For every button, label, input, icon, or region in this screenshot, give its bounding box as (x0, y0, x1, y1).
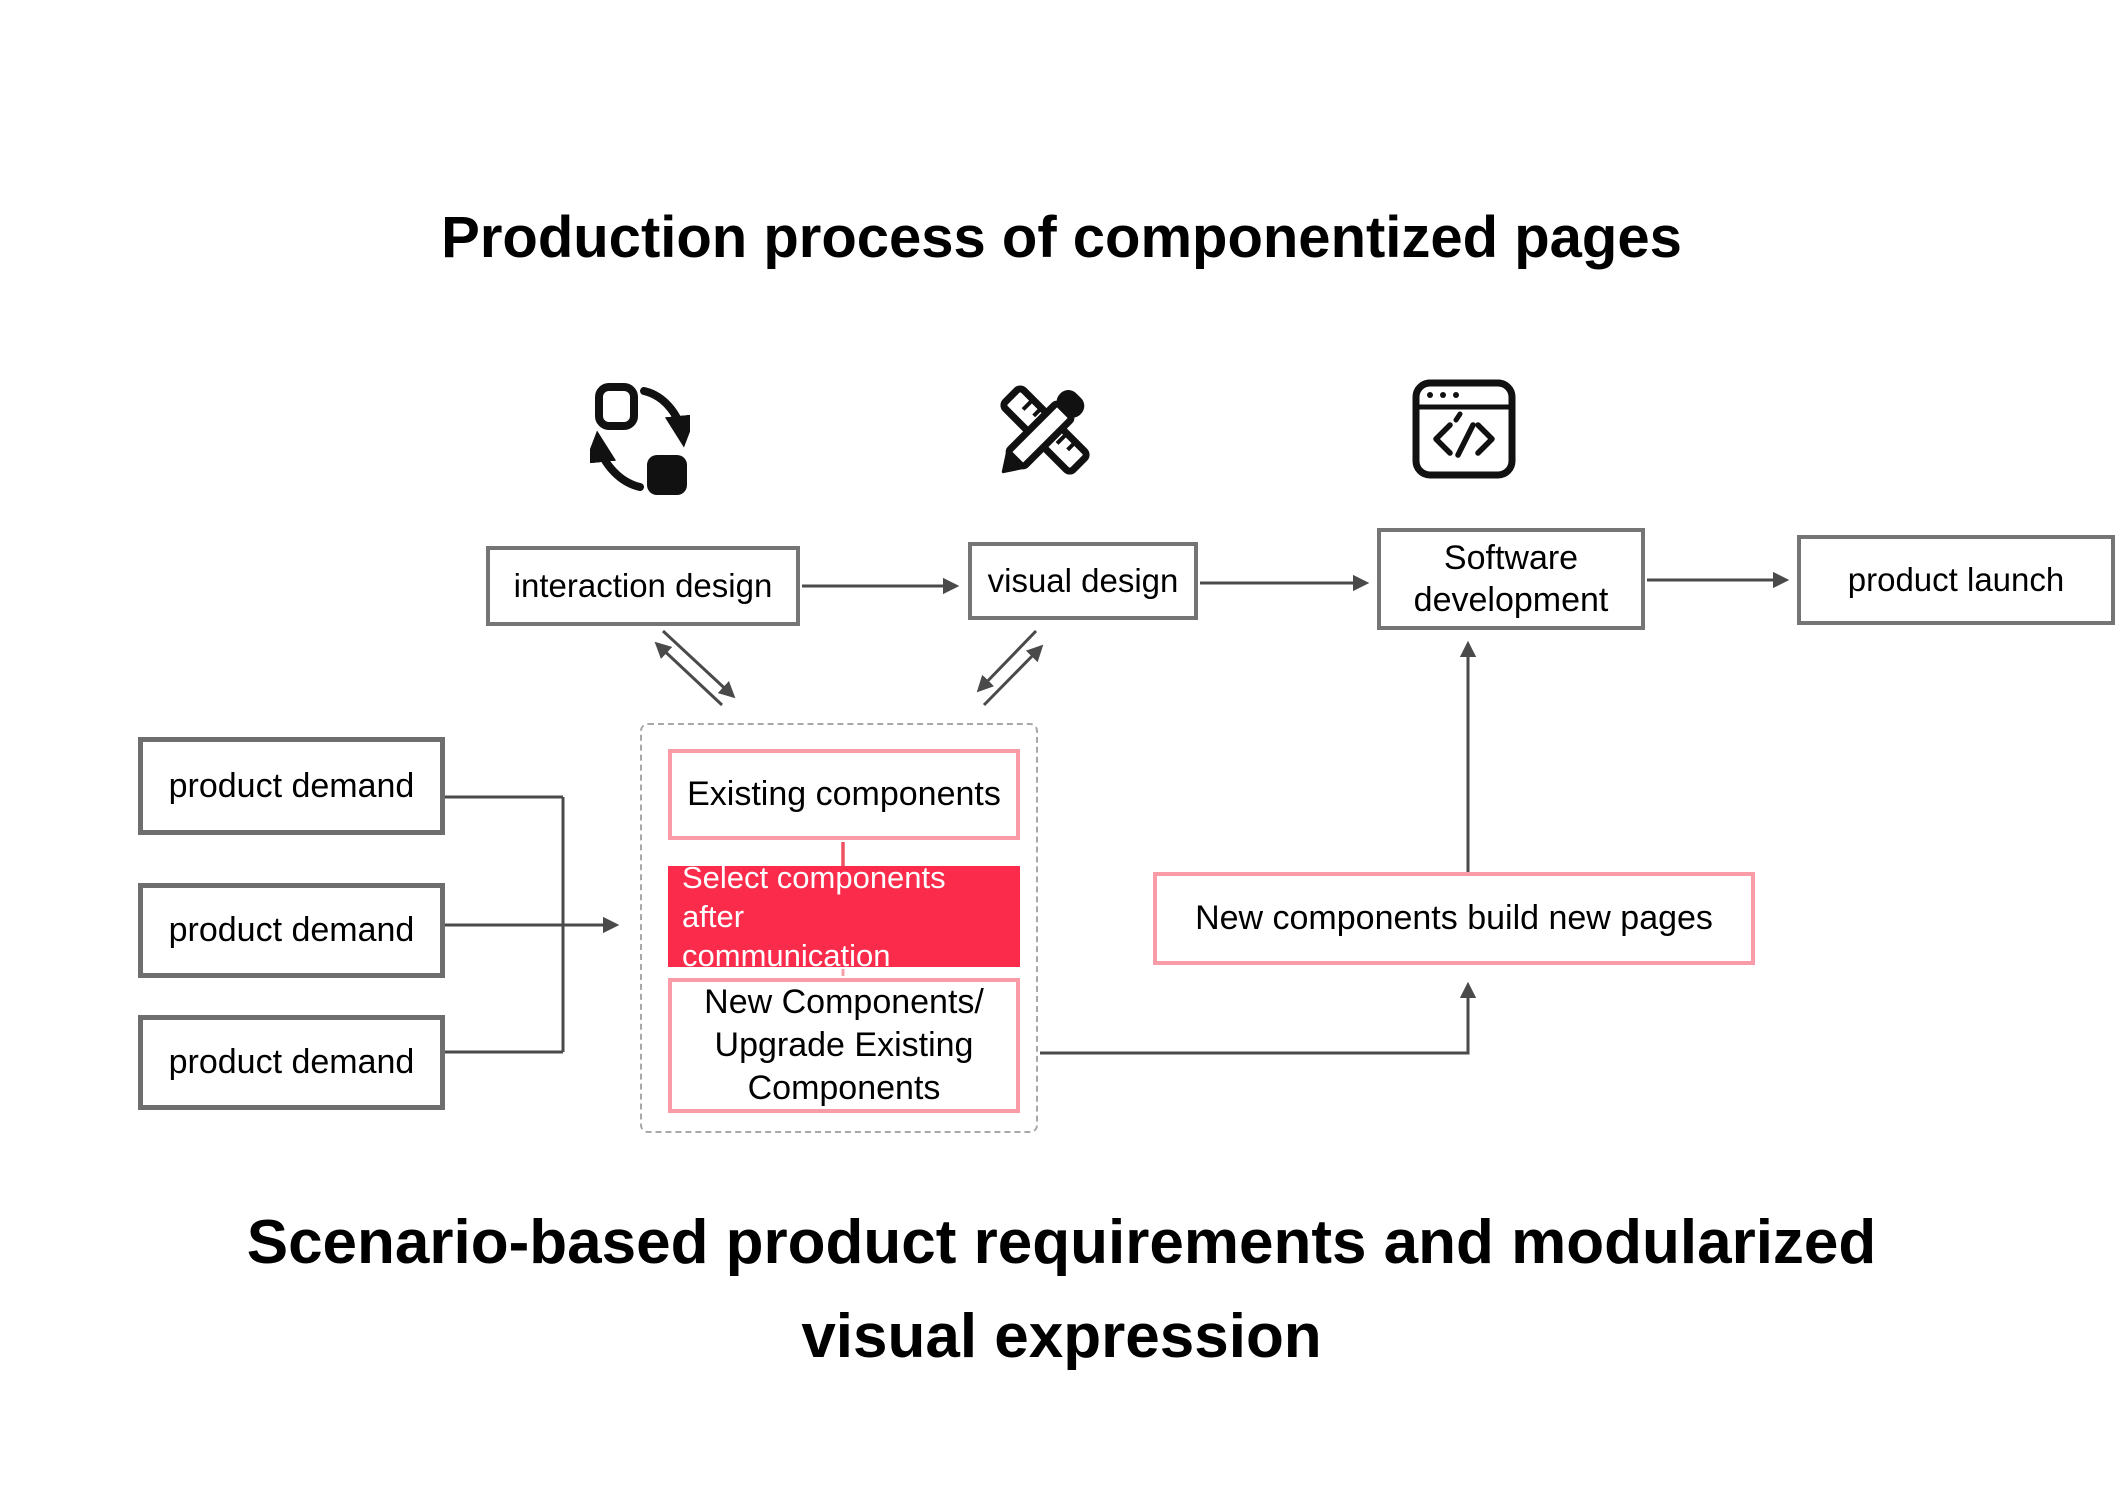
page-title: Production process of componentized page… (441, 205, 1682, 270)
new-components-box: New Components/ Upgrade Existing Compone… (668, 978, 1020, 1113)
product-launch-box: product launch (1797, 535, 2115, 625)
new-pages-label: New components build new pages (1195, 899, 1713, 938)
bottom-title-line2: visual expression (801, 1302, 1322, 1371)
new-pages-box: New components build new pages (1153, 872, 1755, 965)
ruler-pencil-icon (1000, 385, 1090, 475)
product-launch-label: product launch (1847, 561, 2065, 599)
component-sync-icon (590, 383, 690, 495)
interaction-design-box: interaction design (486, 546, 800, 626)
select-components-label-line1: Select components after (682, 860, 946, 934)
arrow-interaction-panel-down (661, 629, 736, 699)
product-demand-label-2: product demand (168, 911, 415, 950)
existing-components-label: Existing components (687, 775, 1001, 814)
arrow-panel-interaction-up (654, 641, 724, 707)
bottom-title-line1: Scenario-based product requirements and … (246, 1208, 1877, 1277)
arrow-visual-panel-down (976, 629, 1038, 693)
visual-design-label: visual design (987, 562, 1179, 600)
bottom-title: Scenario-based product requirements and … (0, 1196, 2123, 1384)
new-components-label-line1: New Components/ (704, 983, 984, 1021)
product-demand-label-3: product demand (168, 1043, 415, 1082)
product-demand-box-1: product demand (138, 737, 445, 835)
component-panel (640, 723, 1038, 1133)
visual-design-box: visual design (968, 542, 1198, 620)
product-demand-box-3: product demand (138, 1015, 445, 1110)
software-development-label-line1: Software (1443, 539, 1579, 577)
new-components-label-line2: Upgrade Existing (714, 1026, 974, 1064)
product-demand-box-2: product demand (138, 883, 445, 978)
interaction-design-label: interaction design (513, 567, 773, 605)
software-development-label-line2: development (1413, 581, 1609, 619)
existing-components-box: Existing components (668, 749, 1020, 840)
new-components-label-line3: Components (747, 1069, 941, 1107)
select-components-label-line2: communication (682, 938, 891, 973)
select-components-box: Select components after communication (668, 860, 1020, 973)
code-window-icon (1412, 379, 1516, 479)
arrow-newcomp-to-newpages (1040, 981, 1477, 1055)
arrow-panel-visual-up (982, 644, 1044, 707)
software-development-box: Software development (1377, 528, 1645, 630)
product-demand-label-1: product demand (168, 766, 415, 805)
